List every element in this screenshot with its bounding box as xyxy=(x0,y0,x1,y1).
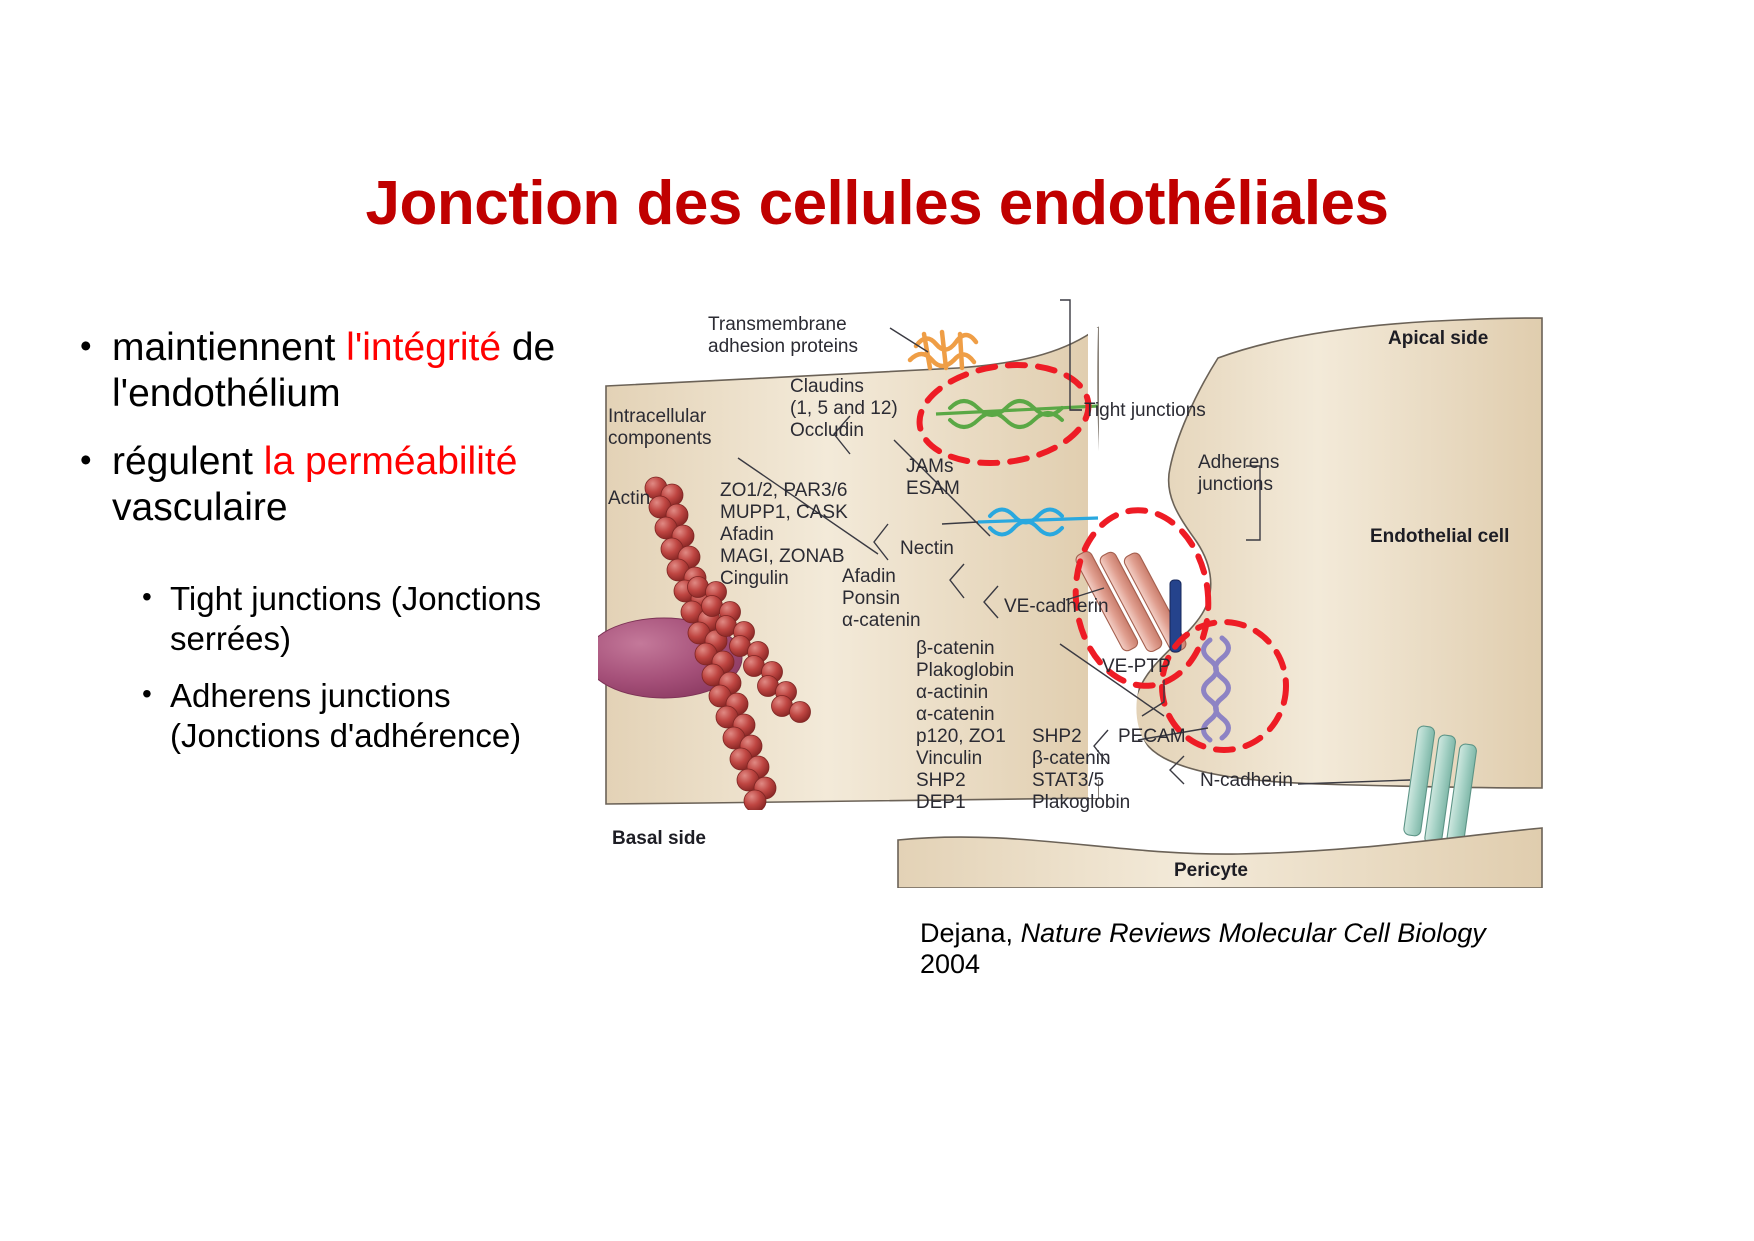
leader-lines xyxy=(737,299,1411,785)
protein-list-item: Plakoglobin xyxy=(1032,792,1130,813)
bullet-marker: • xyxy=(80,327,92,364)
bullet-text-part: maintiennent xyxy=(112,326,347,369)
pecam-highlight xyxy=(1159,619,1289,753)
list-item-label: maintiennent l'intégrité de l'endothéliu… xyxy=(112,325,595,417)
bullet-text-highlight: la perméabilité xyxy=(263,440,518,484)
citation: Dejana, Nature Reviews Molecular Cell Bi… xyxy=(920,918,1540,980)
bullet-marker: • xyxy=(80,441,92,479)
pericyte-body xyxy=(897,827,1543,888)
label-ve-cadherin: VE-cadherin xyxy=(1004,596,1109,617)
sub-list-item-label: Adherens junctions (Jonctions d'adhérenc… xyxy=(170,677,522,754)
label-pericyte: Pericyte xyxy=(1174,860,1248,881)
protein-list-item: Afadin xyxy=(842,566,896,587)
bullet-text-part: vasculaire xyxy=(112,486,288,530)
figure-text-labels: Transmembrane adhesion proteins Intracel… xyxy=(608,314,1509,881)
label-adherens-line2: junctions xyxy=(1197,474,1273,495)
actin-filaments xyxy=(644,476,811,810)
label-actin: Actin xyxy=(608,488,650,509)
sub-bullet-list: • Tight junctions (Jonctions serrées) • … xyxy=(80,579,595,755)
protein-list-item: β-catenin xyxy=(1032,748,1111,769)
protein-list-item: SHP2 xyxy=(916,770,966,791)
citation-journal: Nature Reviews Molecular Cell Biology xyxy=(1020,918,1486,948)
label-pecam: PECAM xyxy=(1118,726,1186,747)
bullet-text-part: de l'endothélium xyxy=(112,326,556,416)
intercellular-cleft xyxy=(1088,328,1164,798)
protein-list-item: SHP2 xyxy=(1032,726,1082,747)
ve-ptp-icon xyxy=(1169,579,1182,653)
label-nectin: Nectin xyxy=(900,538,954,559)
list-item: • régulent la perméabilité vasculaire xyxy=(80,439,595,531)
protein-list-item: MAGI, ZONAB xyxy=(720,546,845,567)
list-item: • maintiennent l'intégrité de l'endothél… xyxy=(80,325,595,417)
label-apical-side: Apical side xyxy=(1388,328,1488,349)
list-item: • Adherens junctions (Jonctions d'adhére… xyxy=(142,676,595,755)
protein-list-item: MUPP1, CASK xyxy=(720,502,848,523)
list-item-label: régulent la perméabilité vasculaire xyxy=(112,439,595,531)
pecam-icon xyxy=(1201,635,1231,743)
list-item: • Tight junctions (Jonctions serrées) xyxy=(142,579,595,658)
label-esam: ESAM xyxy=(906,478,960,499)
bullet-marker: • xyxy=(142,581,152,613)
protein-list-item: STAT3/5 xyxy=(1032,770,1104,791)
label-intracellular-line1: Intracellular xyxy=(608,406,707,427)
protein-list-item: Vinculin xyxy=(916,748,982,769)
protein-list-item: Cingulin xyxy=(720,568,789,589)
right-endothelial-cell xyxy=(1133,317,1543,789)
label-jams: JAMs xyxy=(906,456,954,477)
label-basal-side: Basal side xyxy=(612,828,706,849)
label-claudins-line1: Claudins xyxy=(790,376,864,397)
protein-list-item: p120, ZO1 xyxy=(916,726,1006,747)
label-transmembrane-line1: Transmembrane xyxy=(708,314,847,335)
label-occludin: Occludin xyxy=(790,420,864,441)
label-transmembrane-line2: adhesion proteins xyxy=(708,336,858,357)
label-endothelial-cell: Endothelial cell xyxy=(1370,526,1509,547)
label-claudins-line2: (1, 5 and 12) xyxy=(790,398,898,419)
label-adherens-line1: Adherens xyxy=(1198,452,1279,473)
protein-list-item: Afadin xyxy=(720,524,774,545)
ve-cadherin-icon xyxy=(1075,551,1187,653)
n-cadherin-icon xyxy=(1403,725,1477,855)
protein-list-item: Ponsin xyxy=(842,588,900,609)
protein-list-item: α-catenin xyxy=(916,704,995,725)
protein-list-item: α-actinin xyxy=(916,682,988,703)
protein-list-item: DEP1 xyxy=(916,792,966,813)
citation-year: 2004 xyxy=(920,949,981,979)
bullet-text-highlight: l'intégrité xyxy=(346,326,502,369)
tight-junction-highlight xyxy=(916,362,1092,466)
protein-list-item: β-catenin xyxy=(916,638,995,659)
nectin-icon xyxy=(977,507,1099,537)
label-n-cadherin: N-cadherin xyxy=(1200,770,1293,791)
bullet-list: • maintiennent l'intégrité de l'endothél… xyxy=(80,325,595,773)
protein-list-item: Plakoglobin xyxy=(916,660,1014,681)
page-title: Jonction des cellules endothéliales xyxy=(365,169,1389,238)
label-ve-ptp: VE-PTP xyxy=(1102,656,1171,677)
protein-list-item: α-catenin xyxy=(842,610,921,631)
citation-author: Dejana, xyxy=(920,918,1021,948)
bullet-text-part: régulent xyxy=(112,440,264,484)
protein-list-item: ZO1/2, PAR3/6 xyxy=(720,480,847,501)
label-intracellular-line2: components xyxy=(608,428,712,449)
bullet-marker: • xyxy=(142,678,152,710)
highlight-annotations xyxy=(916,362,1289,753)
sub-list-item-label: Tight junctions (Jonctions serrées) xyxy=(170,580,542,657)
claudin-occludin-icon xyxy=(935,399,1099,429)
label-tight-junctions: Tight junctions xyxy=(1084,400,1206,421)
endothelial-junction-diagram: Transmembrane adhesion proteins Intracel… xyxy=(598,288,1546,888)
adherens-junction-highlight xyxy=(1072,507,1212,689)
